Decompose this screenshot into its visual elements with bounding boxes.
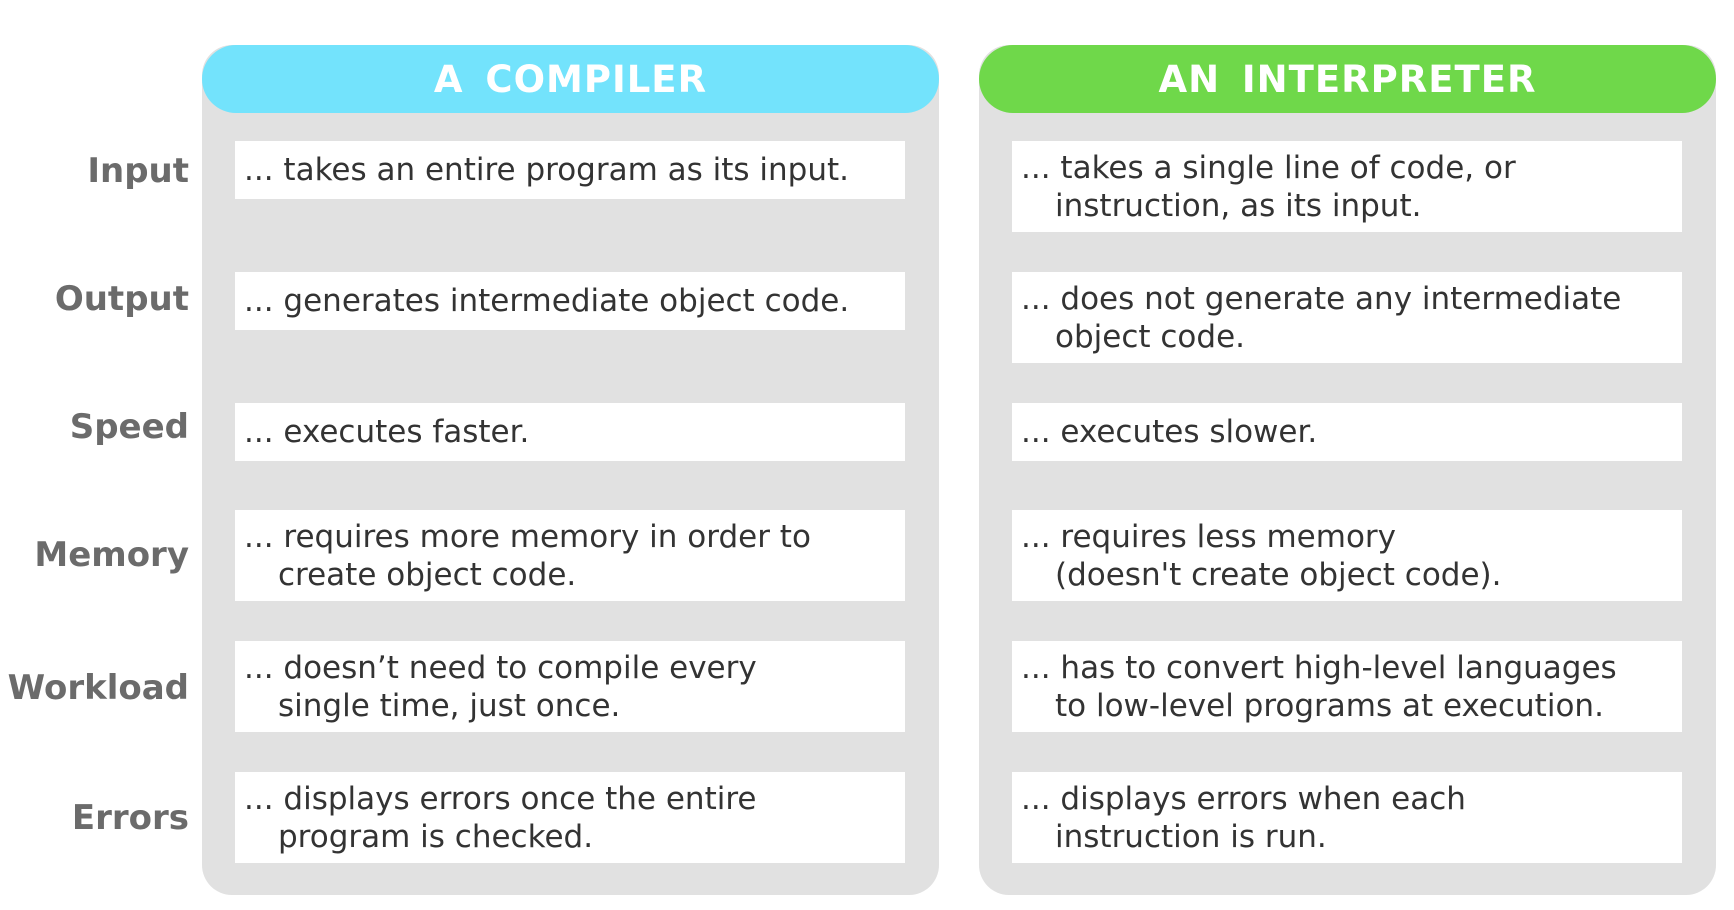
row-label-memory: Memory [34,535,189,575]
compiler-cell-output: ... generates intermediate object code. [235,272,905,330]
compiler-cell-input-text: ... takes an entire program as its input… [244,152,850,188]
compiler-cell-memory-text: ... requires more memory in order to cre… [244,518,811,593]
compiler-cell-input: ... takes an entire program as its input… [235,141,905,199]
interpreter-cell-input-text: ... takes a single line of code, or inst… [1021,149,1516,224]
interpreter-cell-input: ... takes a single line of code, or inst… [1012,141,1682,232]
compiler-panel: A COMPILER ... takes an entire program a… [202,45,939,895]
row-label-speed: Speed [69,407,189,447]
compiler-cell-workload-text: ... doesn’t need to compile every single… [244,649,757,724]
interpreter-cell-errors-text: ... displays errors when each instructio… [1021,780,1466,855]
interpreter-cell-memory-text: ... requires less memory (doesn't create… [1021,518,1502,593]
row-label-output: Output [54,279,189,319]
row-label-workload: Workload [7,668,189,708]
interpreter-cell-speed-text: ... executes slower. [1021,414,1318,450]
compiler-cell-speed-text: ... executes faster. [244,414,530,450]
compiler-header: A COMPILER [202,45,939,113]
interpreter-cell-speed: ... executes slower. [1012,403,1682,461]
interpreter-cell-workload: ... has to convert high-level languages … [1012,641,1682,732]
row-label-input: Input [87,151,189,191]
interpreter-cell-output: ... does not generate any intermediate o… [1012,272,1682,363]
interpreter-panel: AN INTERPRETER ... takes a single line o… [979,45,1716,895]
compiler-cell-errors-text: ... displays errors once the entire prog… [244,780,757,855]
compiler-cell-speed: ... executes faster. [235,403,905,461]
interpreter-cell-errors: ... displays errors when each instructio… [1012,772,1682,863]
compiler-cell-errors: ... displays errors once the entire prog… [235,772,905,863]
row-label-errors: Errors [71,798,189,838]
compiler-cell-workload: ... doesn’t need to compile every single… [235,641,905,732]
interpreter-cell-output-text: ... does not generate any intermediate o… [1021,280,1622,355]
interpreter-cell-memory: ... requires less memory (doesn't create… [1012,510,1682,601]
compiler-cell-output-text: ... generates intermediate object code. [244,283,850,319]
compiler-cell-memory: ... requires more memory in order to cre… [235,510,905,601]
interpreter-cell-workload-text: ... has to convert high-level languages … [1021,649,1617,724]
interpreter-header: AN INTERPRETER [979,45,1716,113]
